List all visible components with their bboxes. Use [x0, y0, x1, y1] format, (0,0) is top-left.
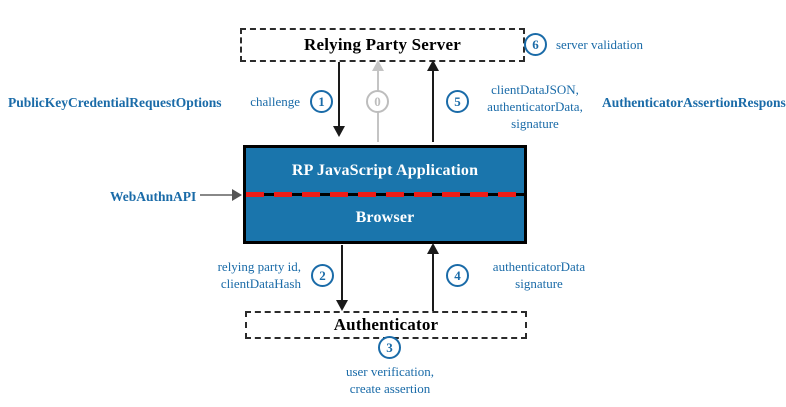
- step-badge-0: 0: [366, 90, 389, 113]
- node-rp-js-application-label: RP JavaScript Application: [291, 162, 479, 180]
- node-relying-party-server-label: Relying Party Server: [304, 35, 461, 54]
- arrow-step-2-line: [341, 245, 343, 302]
- label-authenticator-assertion-response: AuthenticatorAssertionResponse: [602, 95, 786, 110]
- webauthn-api-boundary: [246, 192, 524, 197]
- step-label-3: user verification, create assertion: [345, 364, 435, 396]
- webauthn-api-pointer-head: [232, 189, 242, 201]
- label-webauthn-api: WebAuthnAPI: [110, 189, 197, 204]
- step-badge-0-number: 0: [374, 93, 381, 109]
- step-badge-5: 5: [446, 90, 469, 113]
- step-label-1: challenge: [250, 94, 300, 109]
- node-authenticator: Authenticator: [245, 311, 527, 339]
- arrow-step-1-line: [338, 62, 340, 128]
- webauthn-api-pointer-line: [200, 194, 234, 196]
- step-badge-4: 4: [446, 264, 469, 287]
- step-badge-2: 2: [311, 264, 334, 287]
- node-browser-label: Browser: [355, 208, 415, 226]
- step-badge-3-number: 3: [386, 339, 393, 355]
- arrow-step-2-head: [336, 300, 348, 311]
- arrow-step-1-head: [333, 126, 345, 137]
- node-rp-js-application: RP JavaScript Application: [246, 148, 524, 195]
- step-badge-1-number: 1: [318, 93, 325, 109]
- step-badge-5-number: 5: [454, 93, 461, 109]
- step-label-5: clientDataJSON, authenticatorData, signa…: [487, 82, 583, 131]
- step-badge-2-number: 2: [319, 267, 326, 283]
- step-badge-1: 1: [310, 90, 333, 113]
- node-browser: Browser: [246, 195, 524, 242]
- step-badge-3: 3: [378, 336, 401, 359]
- arrow-step-4-line: [432, 253, 434, 311]
- step-label-4: authenticatorData signature: [492, 259, 586, 291]
- step-label-2: relying party id, clientDataHash: [217, 259, 301, 291]
- step-label-6: server validation: [556, 37, 643, 52]
- step-badge-6: 6: [524, 33, 547, 56]
- node-relying-party-server: Relying Party Server: [240, 28, 525, 62]
- label-public-key-credential-request-options: PublicKeyCredentialRequestOptions: [8, 95, 222, 110]
- arrow-step-5-line: [432, 70, 434, 142]
- node-authenticator-label: Authenticator: [333, 315, 439, 334]
- arrow-step-0-head: [372, 60, 384, 71]
- step-badge-4-number: 4: [454, 267, 461, 283]
- step-badge-6-number: 6: [532, 36, 539, 52]
- arrow-step-4-head: [427, 243, 439, 254]
- arrow-step-5-head: [427, 60, 439, 71]
